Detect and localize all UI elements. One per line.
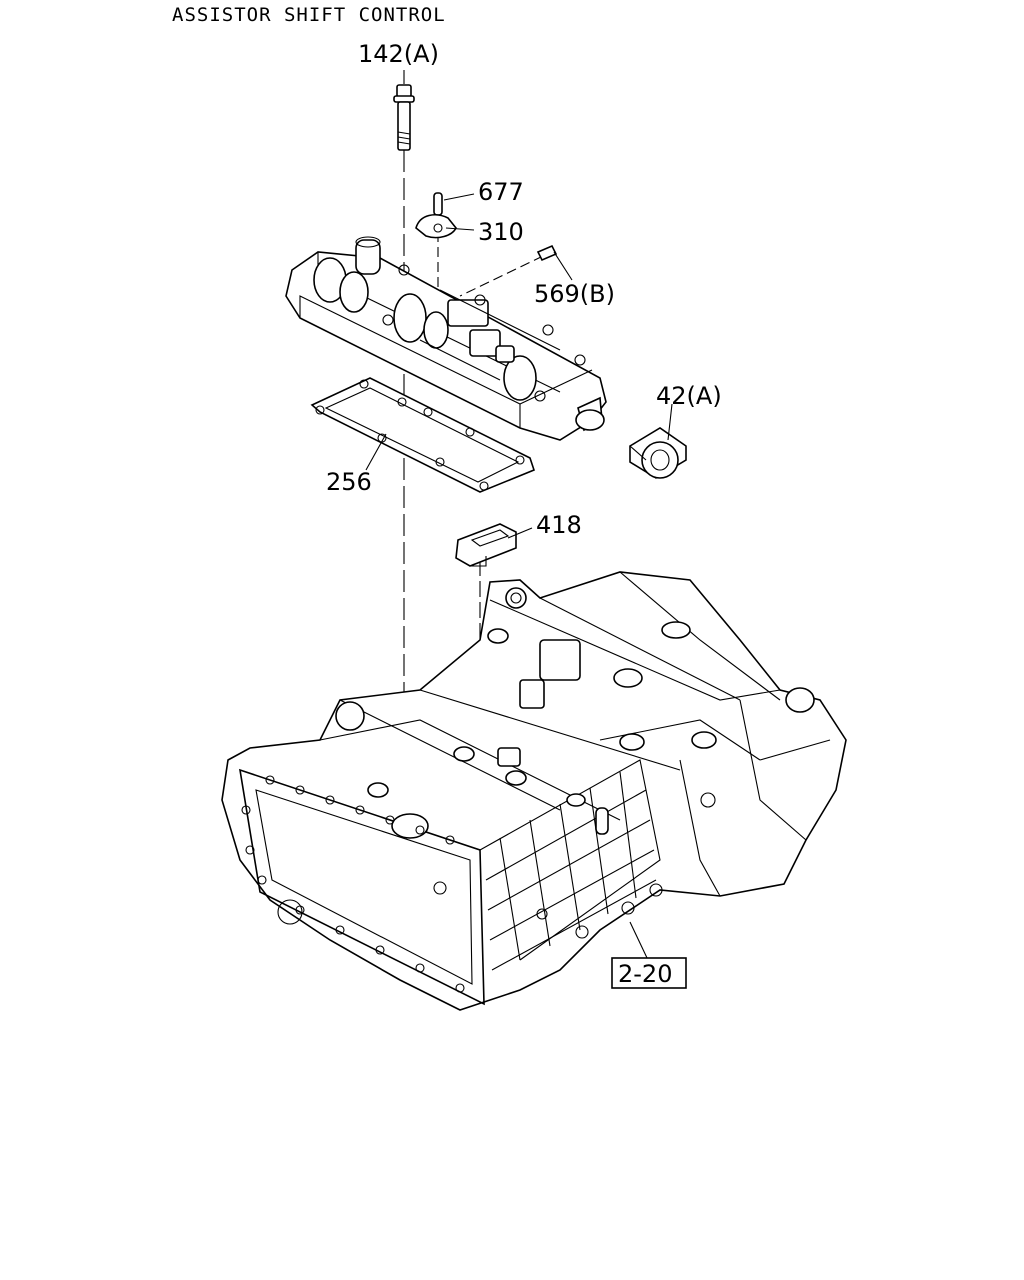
callout-569b: 569(B)	[534, 280, 615, 308]
assistor-valve-body	[285, 236, 607, 441]
bracket-418-part	[455, 523, 517, 567]
transmission-case	[221, 571, 847, 1011]
leader-lines	[365, 70, 673, 961]
reference-box-2-20[interactable]: 2-20	[611, 957, 687, 989]
callout-42a: 42(A)	[656, 382, 722, 410]
callout-310: 310	[478, 218, 524, 246]
pin-677-part	[433, 192, 443, 216]
callout-677: 677	[478, 178, 524, 206]
bolt-142a-part	[393, 84, 415, 151]
diagram-title: ASSISTOR SHIFT CONTROL	[172, 4, 446, 26]
dowel-569b-part	[536, 244, 558, 262]
callout-418: 418	[536, 511, 582, 539]
callout-2-20: 2-20	[618, 960, 672, 988]
lever-310-part	[415, 214, 457, 239]
callout-256: 256	[326, 468, 372, 496]
callout-142a: 142(A)	[358, 40, 439, 68]
bushing-42a-part	[629, 427, 687, 479]
